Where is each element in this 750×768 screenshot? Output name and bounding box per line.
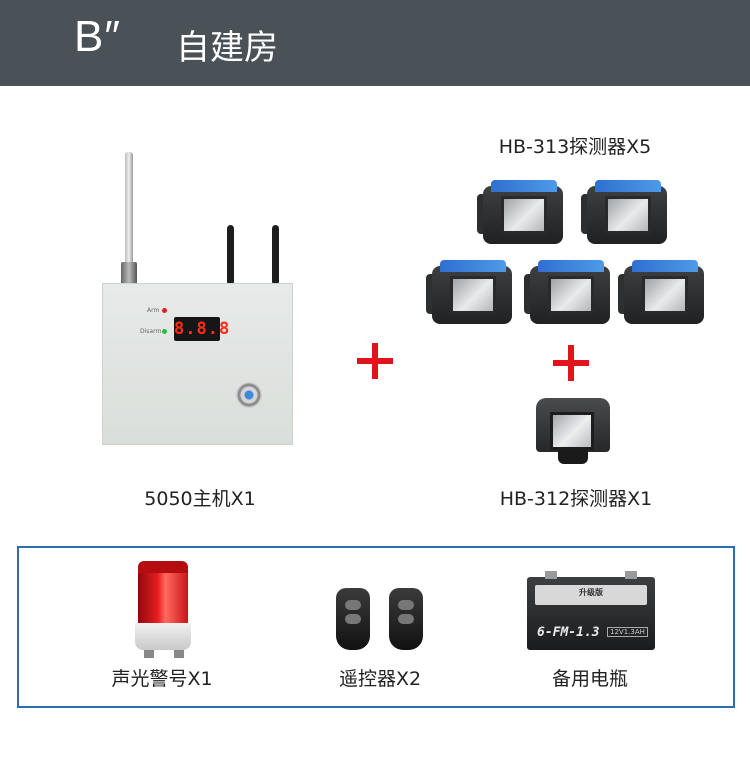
detector-313-image: [581, 178, 667, 246]
antenna-base: [121, 262, 137, 288]
package-code: B″: [74, 12, 121, 61]
main-unit-box: [102, 283, 293, 445]
siren-foot: [144, 650, 154, 658]
plus-icon: [553, 345, 589, 381]
detector-312-label: HB-312探测器X1: [499, 488, 653, 510]
detector-312-image: [536, 398, 610, 468]
antenna-short-right: [272, 225, 279, 285]
siren-dome: [138, 570, 188, 624]
battery-label: 备用电瓶: [551, 668, 628, 690]
detector-313-image: [618, 258, 704, 326]
power-button-icon: [236, 382, 262, 408]
siren-base: [135, 623, 191, 650]
disarm-led-icon: [162, 329, 167, 334]
led-disarm-label: Disarm: [140, 328, 162, 335]
antenna-long: [125, 152, 133, 282]
led-display: 8.8.8: [174, 317, 231, 341]
detector-313-image: [524, 258, 610, 326]
battery-image: 升级版 6-FM-1.3 12V1.3AH: [527, 571, 655, 650]
battery-terminal: [625, 571, 637, 579]
battery-brand: 升级版: [579, 588, 603, 597]
detector-313-image: [477, 178, 563, 246]
battery-terminal: [545, 571, 557, 579]
siren-label: 声光警号X1: [111, 668, 213, 690]
remote-label: 遥控器X2: [338, 668, 422, 690]
siren-cap: [138, 561, 188, 573]
main-unit-label: 5050主机X1: [144, 488, 256, 510]
battery-label-panel: [535, 585, 647, 605]
detector-313-image: [426, 258, 512, 326]
remote-image: [336, 588, 370, 650]
remote-image: [389, 588, 423, 650]
plus-icon: [357, 343, 393, 379]
detector-313-label: HB-313探测器X5: [498, 136, 652, 158]
antenna-short-left: [227, 225, 234, 285]
siren-foot: [174, 650, 184, 658]
battery-spec: 12V1.3AH: [607, 627, 648, 637]
led-arm-label: Arm: [147, 307, 160, 314]
header-bar: B″ 自建房: [0, 0, 750, 86]
accessories-panel: [17, 546, 735, 708]
battery-model: 6-FM-1.3: [537, 625, 600, 640]
arm-led-icon: [162, 308, 167, 313]
page-title: 自建房: [176, 28, 278, 68]
